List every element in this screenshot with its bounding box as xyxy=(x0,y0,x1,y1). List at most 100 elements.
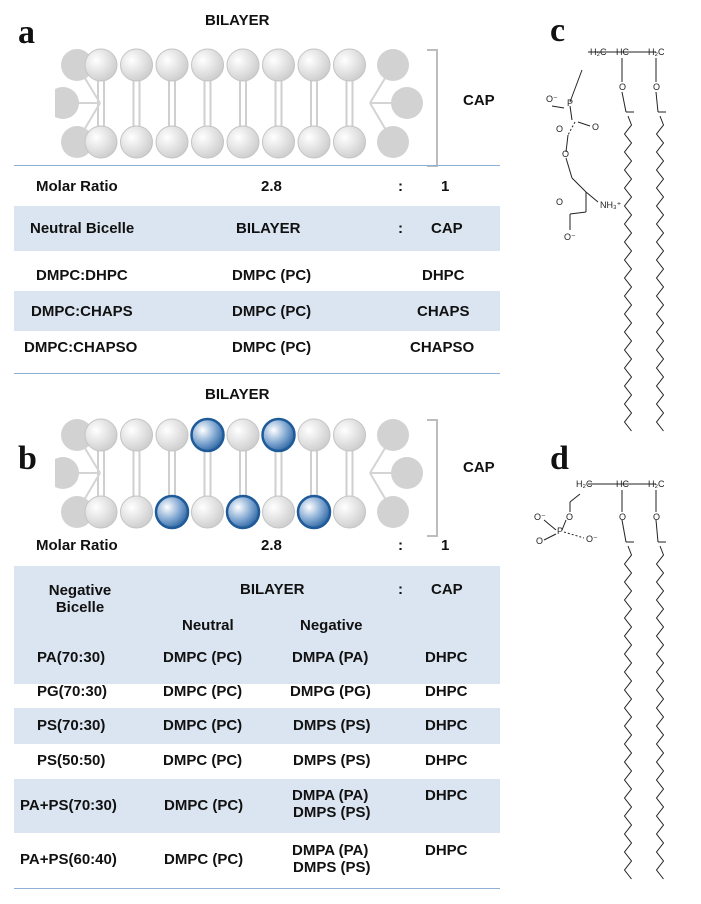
table-row-negative: DMPS (PS) xyxy=(293,717,371,734)
table-row-negative: DMPA (PA) xyxy=(292,649,369,666)
molar-ratio-left: 2.8 xyxy=(261,537,282,554)
table-row-name: PS(70:30) xyxy=(37,717,106,734)
panel-a-bilayer-label: BILAYER xyxy=(205,12,270,29)
table-row-bilayer: DMPC (PC) xyxy=(232,303,312,320)
c-label-o-right: O xyxy=(592,122,599,132)
negative-lipid-head xyxy=(190,417,225,453)
subheader-negative: Negative xyxy=(300,617,363,634)
cap-lipid-head xyxy=(377,496,409,528)
table-row-cap: DHPC xyxy=(425,683,468,700)
cap-lipid-head xyxy=(377,419,409,451)
header-bilayer: BILAYER xyxy=(240,581,305,598)
table-row-name: DMPC:CHAPS xyxy=(31,303,133,320)
c-label-coo-ominus: O⁻ xyxy=(564,232,576,242)
table-row-name: PS(50:50) xyxy=(37,752,106,769)
neutral-lipid-head xyxy=(84,125,118,159)
table-row-bilayer: DMPC (PC) xyxy=(232,339,312,356)
cap-lipid-head xyxy=(61,49,93,81)
neutral-lipid-head xyxy=(191,495,224,529)
c-label-o-top: O xyxy=(556,124,563,134)
neutral-lipid-head xyxy=(84,495,118,529)
header-bilayer: BILAYER xyxy=(236,220,301,237)
divider xyxy=(14,373,500,374)
panel-c-phospholipid-structure: H₂C HC H₂C P O⁻ O O O O O NH₃⁺ O O⁻ xyxy=(546,47,666,432)
neutral-lipid-head xyxy=(333,125,366,159)
acyl-chain xyxy=(623,115,633,432)
neutral-lipid-head xyxy=(262,125,295,159)
panel-a-cap-bracket xyxy=(427,49,438,167)
cap-lipid-head xyxy=(391,87,423,119)
d-label-hc: HC xyxy=(616,479,629,489)
cap-lipid-head xyxy=(377,126,409,158)
table-row-negative: DMPG (PG) xyxy=(290,683,371,700)
panel-d-letter: d xyxy=(550,440,569,477)
negative-lipid-head xyxy=(225,494,261,530)
table-row-cap: DHPC xyxy=(425,842,468,859)
neutral-lipid-head xyxy=(155,418,189,452)
c-label-h2c-2: H₂C xyxy=(648,47,665,57)
panel-a-lipid-spheres xyxy=(55,48,423,159)
header-cap: CAP xyxy=(431,581,463,598)
panel-b-bicelle-diagram xyxy=(55,417,438,537)
molar-ratio-right: 1 xyxy=(441,178,450,195)
table-row-name: PA+PS(60:40) xyxy=(20,851,117,868)
d-label-o-chain2: O xyxy=(653,512,660,522)
table-row-neutral: DMPC (PC) xyxy=(164,797,244,814)
panel-b-bilayer-label: BILAYER xyxy=(205,386,270,403)
negative-lipid-head xyxy=(154,494,190,530)
molar-ratio-colon: : xyxy=(398,178,403,195)
negative-lipid-head xyxy=(261,417,296,453)
molar-ratio-right: 1 xyxy=(441,537,450,554)
divider xyxy=(14,165,500,166)
neutral-lipid-head xyxy=(226,48,260,82)
table-row-neutral: DMPC (PC) xyxy=(163,717,243,734)
negative-lipid-head xyxy=(296,494,332,530)
table-row-negative: DMPA (PA) xyxy=(292,787,369,804)
table-row-name: PG(70:30) xyxy=(37,683,108,700)
table-row-bilayer: DMPC (PC) xyxy=(232,267,312,284)
cap-lipid-head xyxy=(55,457,79,489)
panel-b-cap-bracket xyxy=(427,419,438,537)
cap-lipid-head xyxy=(391,457,423,489)
d-label-ominus-1: O⁻ xyxy=(534,512,546,522)
cap-lipid-head xyxy=(55,87,79,119)
table-row-cap: DHPC xyxy=(425,752,468,769)
table-row-neutral: DMPC (PC) xyxy=(163,649,243,666)
neutral-lipid-head xyxy=(191,125,224,159)
c-label-coo-o: O xyxy=(556,197,563,207)
panel-a-bicelle-diagram xyxy=(55,48,438,167)
neutral-lipid-head xyxy=(297,125,331,159)
neutral-lipid-head xyxy=(333,495,366,529)
neutral-lipid-head xyxy=(226,418,260,452)
header-colon: : xyxy=(398,220,403,237)
panel-a-letter: a xyxy=(18,14,35,51)
header-cap: CAP xyxy=(431,220,463,237)
panel-b-cap-label: CAP xyxy=(463,459,495,476)
table-header-band xyxy=(14,206,500,251)
molar-ratio-label: Molar Ratio xyxy=(36,178,118,195)
panel-d-phospholipid-structure: H₂C HC H₂C O P O⁻ O⁻ O O O xyxy=(534,479,666,880)
neutral-lipid-head xyxy=(226,125,260,159)
neutral-lipid-head xyxy=(191,48,224,82)
panel-c-acyl-chains xyxy=(623,115,665,432)
subheader-neutral: Neutral xyxy=(182,617,234,634)
table-row-cap: CHAPSO xyxy=(410,339,475,356)
table-row-cap: DHPC xyxy=(422,267,465,284)
neutral-lipid-head xyxy=(84,418,118,452)
acyl-chain xyxy=(655,545,665,880)
table-row-negative2: DMPS (PS) xyxy=(293,804,371,821)
header-colon: : xyxy=(398,581,403,598)
neutral-lipid-head xyxy=(333,48,366,82)
neutral-lipid-head xyxy=(262,495,295,529)
table-row-cap: DHPC xyxy=(425,649,468,666)
neutral-lipid-head xyxy=(297,48,331,82)
table-row-neutral: DMPC (PC) xyxy=(164,851,244,868)
neutral-lipid-head xyxy=(120,495,153,529)
header-negative-bicelle-line2: Bicelle xyxy=(55,599,105,616)
d-label-o-right: O xyxy=(536,536,543,546)
d-label-h2c-2: H₂C xyxy=(648,479,665,489)
table-row-cap: DHPC xyxy=(425,787,468,804)
c-label-ominus: O⁻ xyxy=(546,94,558,104)
neutral-lipid-head xyxy=(84,48,118,82)
panel-b-lipid-spheres xyxy=(55,417,423,530)
